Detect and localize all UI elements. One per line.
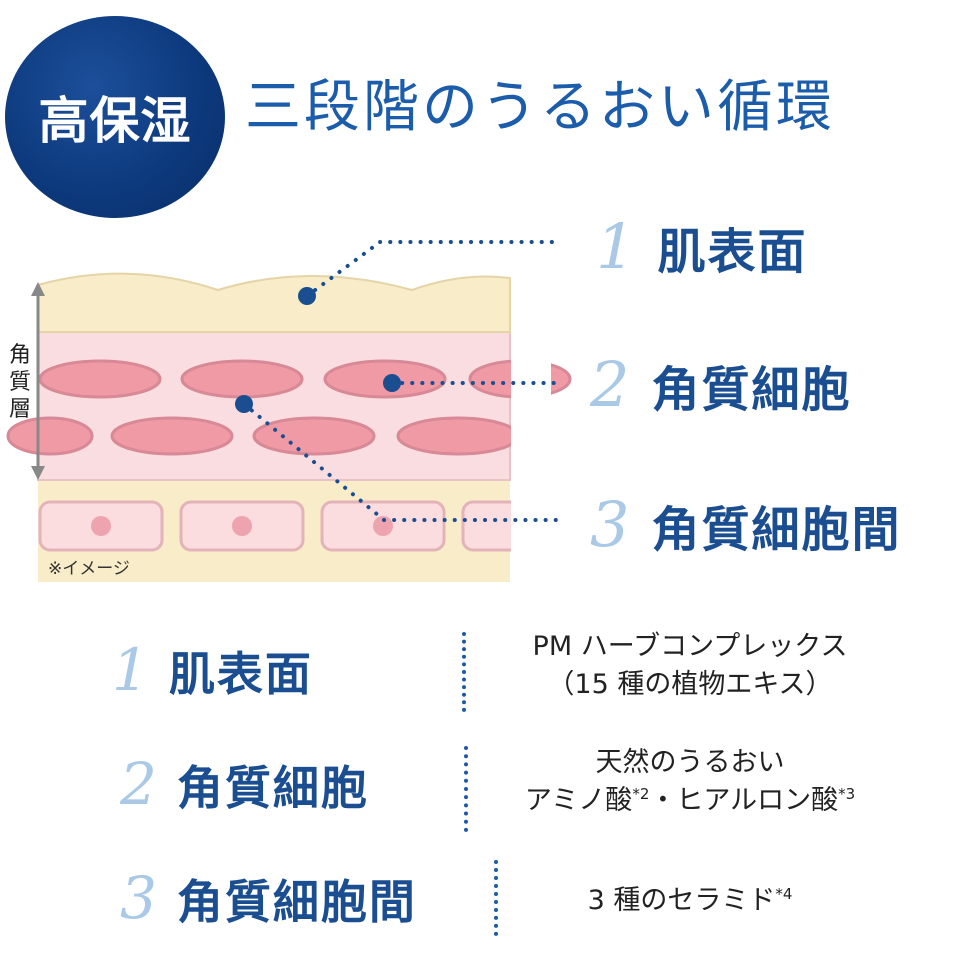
detail-description: 3 種のセラミド*4 xyxy=(587,885,793,916)
surface-layer xyxy=(37,272,511,333)
stratum-label: 角 質 層 xyxy=(8,343,31,422)
dotted-separator xyxy=(464,746,468,832)
leader-dots xyxy=(235,287,401,413)
cell xyxy=(180,359,304,399)
image-note: ※イメージ xyxy=(48,559,130,579)
cell xyxy=(252,416,376,456)
detail-row-2: 2 角質細胞 天然のうるおい アミノ酸*2・ヒアルロン酸*3 xyxy=(0,742,955,852)
dotted-separator xyxy=(494,860,498,936)
detail-label: 2 角質細胞 xyxy=(120,750,369,818)
detail-description: PM ハーブコンプレックス （15 種の植物エキス） xyxy=(532,631,848,700)
cell xyxy=(38,359,162,399)
leader-lines xyxy=(242,240,562,522)
detail-label: 1 肌表面 xyxy=(112,636,313,704)
cells-row-2 xyxy=(6,416,520,456)
detail-row-1: 1 肌表面 PM ハーブコンプレックス （15 種の植物エキス） xyxy=(0,628,955,738)
base-cell-nuclei xyxy=(91,516,393,536)
cells-row-1 xyxy=(38,359,572,399)
detail-label: 3 角質細胞間 xyxy=(120,864,417,932)
intercellular-marker xyxy=(235,395,253,413)
headline: 三段階のうるおい循環 xyxy=(245,75,835,140)
high-moisture-badge: 高保湿 xyxy=(5,16,225,218)
cell-marker xyxy=(383,374,401,392)
badge-text: 高保湿 xyxy=(38,91,192,150)
dotted-separator xyxy=(462,632,466,712)
surface-marker xyxy=(298,287,316,305)
detail-row-3: 3 角質細胞間 3 種のセラミド*4 xyxy=(0,858,955,968)
stratum-layer xyxy=(37,329,511,481)
cell xyxy=(6,416,94,456)
stratum-arrow xyxy=(31,282,45,480)
diagram-label-3: 3 角質細胞間 xyxy=(590,488,902,561)
cell xyxy=(396,416,520,456)
diagram-label-2: 2 角質細胞 xyxy=(590,348,852,421)
cell xyxy=(110,416,234,456)
diagram-label-1: 1 肌表面 xyxy=(596,210,808,283)
skin-layer-diagram xyxy=(6,240,572,590)
detail-description: 天然のうるおい アミノ酸*2・ヒアルロン酸*3 xyxy=(524,747,856,816)
